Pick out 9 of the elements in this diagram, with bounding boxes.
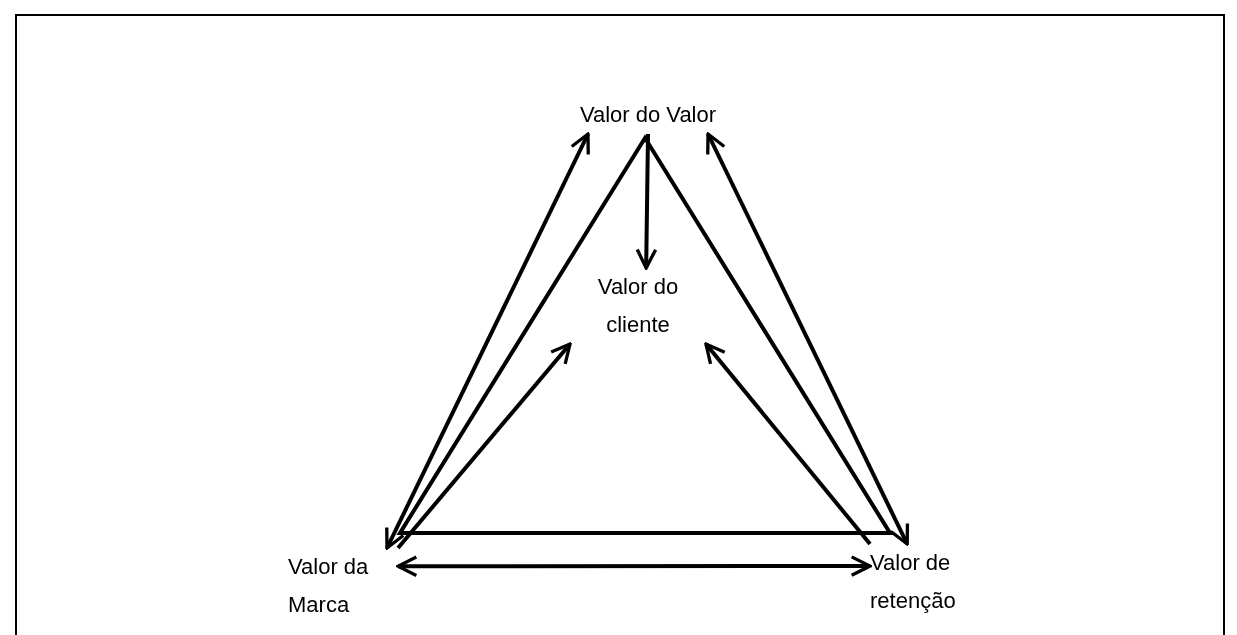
node-label: Valor da Marca	[288, 548, 398, 624]
arrow	[396, 342, 572, 550]
arrow	[706, 132, 910, 546]
node-label: Valor do cliente	[570, 268, 706, 344]
arrow	[704, 342, 872, 546]
arrow	[396, 555, 872, 578]
arrow	[385, 132, 590, 550]
node-label: Valor do Valor	[548, 96, 748, 134]
node-label: Valor de retenção	[870, 544, 994, 620]
